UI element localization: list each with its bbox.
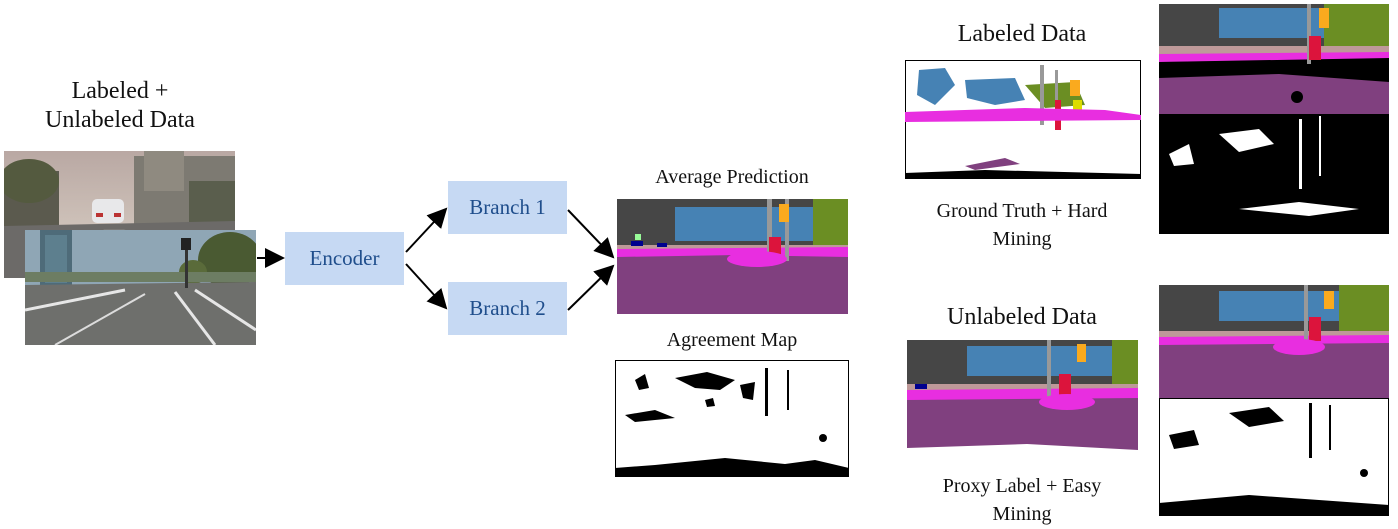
unlabeled-caption-line1: Proxy Label + Easy <box>942 475 1102 497</box>
encoder-box: Encoder <box>285 232 404 285</box>
unlabeled-easy-mining-pair <box>1159 285 1389 516</box>
agreement-map <box>615 360 849 477</box>
arrow-encoder-branch1 <box>405 207 448 253</box>
input-title-line1: Labeled + <box>71 78 169 104</box>
arrow-branch2-merge <box>567 264 615 311</box>
labeled-ground-truth <box>905 60 1141 179</box>
labeled-data-title: Labeled Data <box>957 21 1087 47</box>
input-title-line2: Unlabeled Data <box>45 107 195 134</box>
labeled-hard-mining-pair <box>1159 4 1389 234</box>
unlabeled-caption: Proxy Label + Easy Mining <box>904 473 1140 528</box>
agreement-map-title: Agreement Map <box>666 329 798 351</box>
average-prediction-map <box>617 199 848 314</box>
input-title: Labeled + Unlabeled Data <box>20 77 220 136</box>
arrow-branch1-merge <box>567 209 615 259</box>
real-photo <box>25 230 256 345</box>
average-prediction-title: Average Prediction <box>655 166 809 188</box>
labeled-caption-line2: Mining <box>992 227 1052 250</box>
unlabeled-caption-line2: Mining <box>992 502 1052 525</box>
branch2-box: Branch 2 <box>448 282 567 335</box>
labeled-caption-line1: Ground Truth + Hard <box>936 200 1108 222</box>
branch1-box: Branch 1 <box>448 181 567 234</box>
arrow-encoder-branch2 <box>405 263 448 310</box>
labeled-caption: Ground Truth + Hard Mining <box>904 198 1140 253</box>
unlabeled-proxy-label <box>907 340 1138 456</box>
unlabeled-data-title: Unlabeled Data <box>947 304 1097 330</box>
